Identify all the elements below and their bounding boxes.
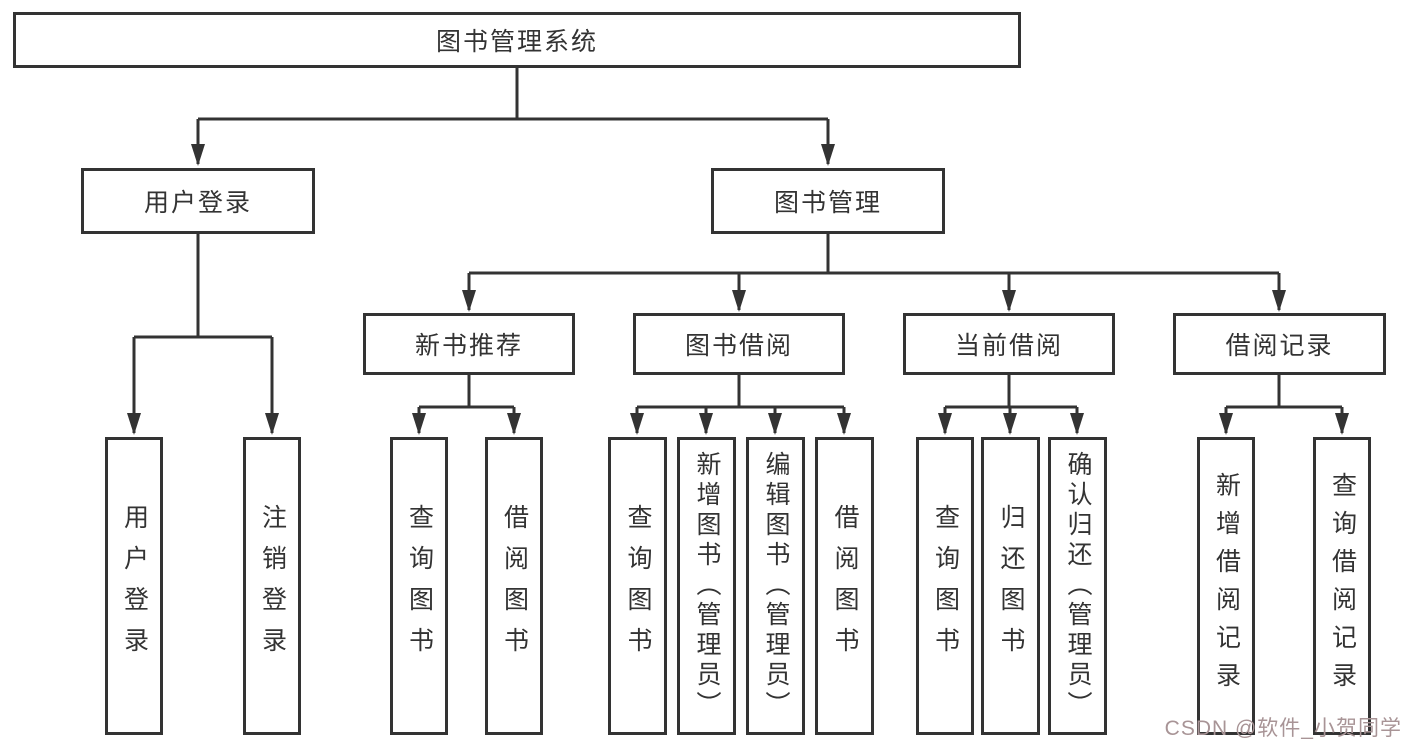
leaf-current-query-books-label: 查询图书 [931, 504, 960, 668]
csdn-watermark: CSDN @软件_小贺同学 [1164, 717, 1402, 740]
node-root-label: 图书管理系统 [435, 28, 598, 56]
leaf-newbook-borrow-books: 借阅图书 [485, 437, 543, 735]
node-borrowing-records: 借阅记录 [1173, 313, 1386, 375]
node-new-book-recommend-label: 新书推荐 [414, 332, 523, 360]
leaf-logout: 注销登录 [243, 437, 301, 735]
leaf-user-login-label: 用户登录 [120, 504, 149, 668]
leaf-add-books-admin-label: 新增图书（管理员） [693, 451, 721, 721]
leaf-confirm-return-admin: 确认归还（管理员） [1048, 437, 1107, 735]
leaf-borrowing-borrow-books: 借阅图书 [815, 437, 874, 735]
leaf-query-borrow-record-label: 查询借阅记录 [1328, 472, 1357, 700]
leaf-confirm-return-admin-label: 确认归还（管理员） [1064, 451, 1092, 721]
node-current-borrowing: 当前借阅 [903, 313, 1115, 375]
leaf-current-query-books: 查询图书 [916, 437, 974, 735]
leaf-newbook-borrow-books-label: 借阅图书 [500, 504, 529, 668]
node-user-login-label: 用户登录 [143, 189, 252, 217]
leaf-query-borrow-record: 查询借阅记录 [1313, 437, 1371, 735]
leaf-logout-label: 注销登录 [258, 504, 287, 668]
node-borrowing-records-label: 借阅记录 [1225, 332, 1334, 360]
node-new-book-recommend: 新书推荐 [363, 313, 575, 375]
leaf-add-borrow-record-label: 新增借阅记录 [1212, 472, 1241, 700]
leaf-return-books: 归还图书 [981, 437, 1040, 735]
node-book-borrowing-label: 图书借阅 [684, 332, 793, 360]
leaf-borrowing-query-books: 查询图书 [608, 437, 667, 735]
leaf-return-books-label: 归还图书 [997, 504, 1025, 668]
node-user-login: 用户登录 [81, 168, 315, 234]
leaf-borrowing-query-books-label: 查询图书 [624, 504, 652, 668]
node-book-management: 图书管理 [711, 168, 945, 234]
leaf-edit-books-admin: 编辑图书（管理员） [746, 437, 805, 735]
node-root-system: 图书管理系统 [13, 12, 1021, 68]
leaf-edit-books-admin-label: 编辑图书（管理员） [762, 451, 790, 721]
node-current-borrowing-label: 当前借阅 [954, 332, 1063, 360]
leaf-add-books-admin: 新增图书（管理员） [677, 437, 736, 735]
node-book-management-label: 图书管理 [773, 189, 882, 217]
leaf-add-borrow-record: 新增借阅记录 [1197, 437, 1255, 735]
leaf-borrowing-borrow-books-label: 借阅图书 [831, 504, 859, 668]
node-book-borrowing: 图书借阅 [633, 313, 845, 375]
leaf-newbook-query-books-label: 查询图书 [405, 504, 434, 668]
leaf-user-login: 用户登录 [105, 437, 163, 735]
leaf-newbook-query-books: 查询图书 [390, 437, 448, 735]
